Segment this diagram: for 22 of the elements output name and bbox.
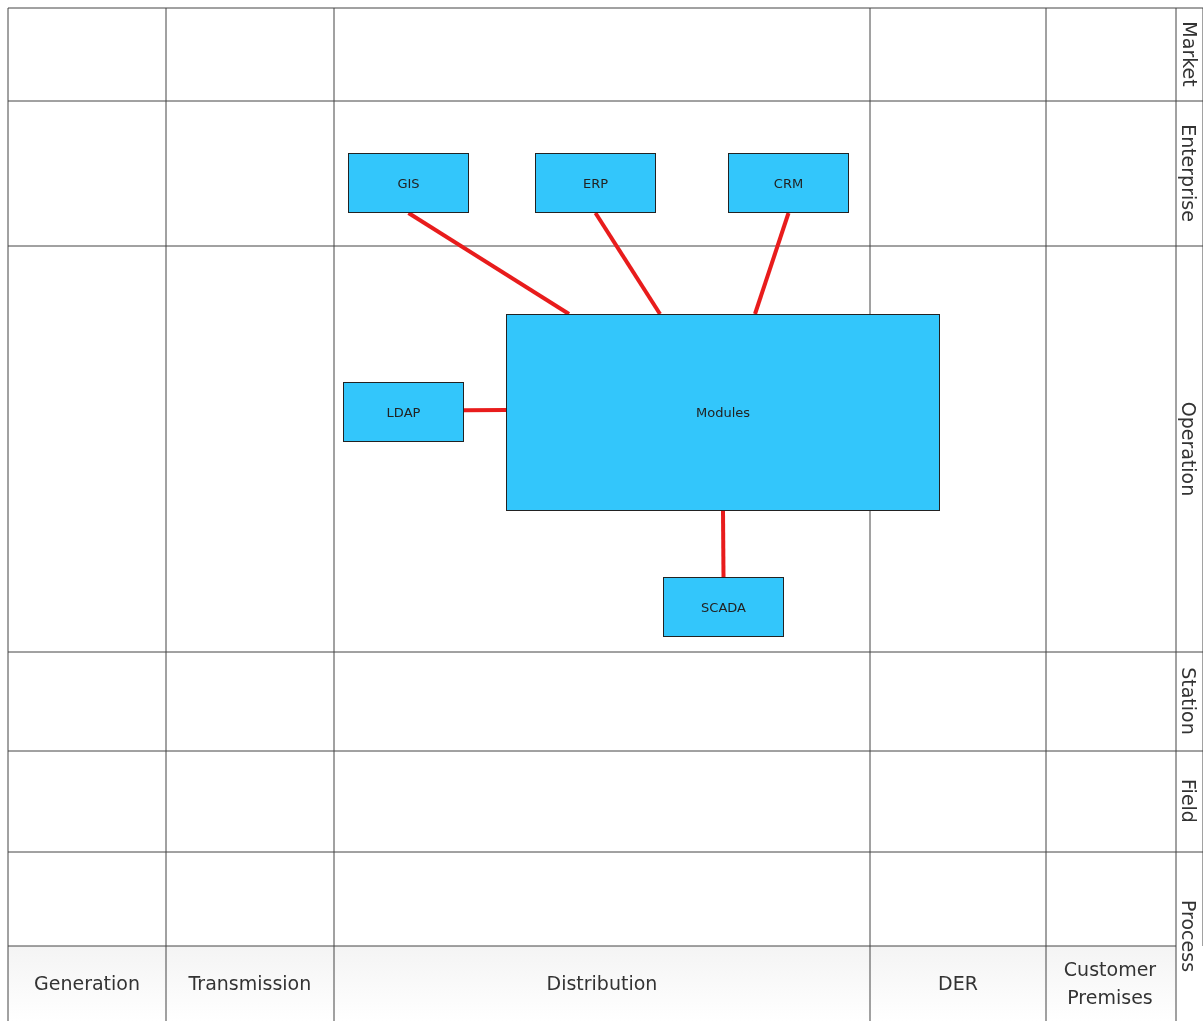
connector-line — [721, 511, 726, 577]
row-label: Enterprise — [1177, 124, 1200, 222]
column-label: Generation — [34, 972, 140, 994]
row-label: Process — [1178, 899, 1201, 973]
row-label: Market — [1178, 21, 1201, 87]
system-box: CRM — [728, 153, 849, 213]
row-label: Station — [1177, 667, 1200, 735]
connector-line — [407, 211, 571, 316]
connector-line — [753, 212, 791, 315]
system-box: GIS — [348, 153, 469, 213]
system-box: ERP — [535, 153, 656, 213]
system-box: LDAP — [343, 382, 464, 442]
connector-line — [464, 408, 506, 413]
column-label: DER — [938, 972, 978, 994]
system-box: SCADA — [663, 577, 784, 637]
row-label: Field — [1177, 779, 1200, 823]
column-label: Distribution — [546, 972, 658, 994]
column-label: Transmission — [188, 972, 312, 994]
row-label: Operation — [1177, 401, 1200, 497]
connector-line — [593, 211, 662, 316]
system-box: Modules — [506, 314, 940, 511]
column-label: Customer Premises — [1062, 957, 1158, 1010]
